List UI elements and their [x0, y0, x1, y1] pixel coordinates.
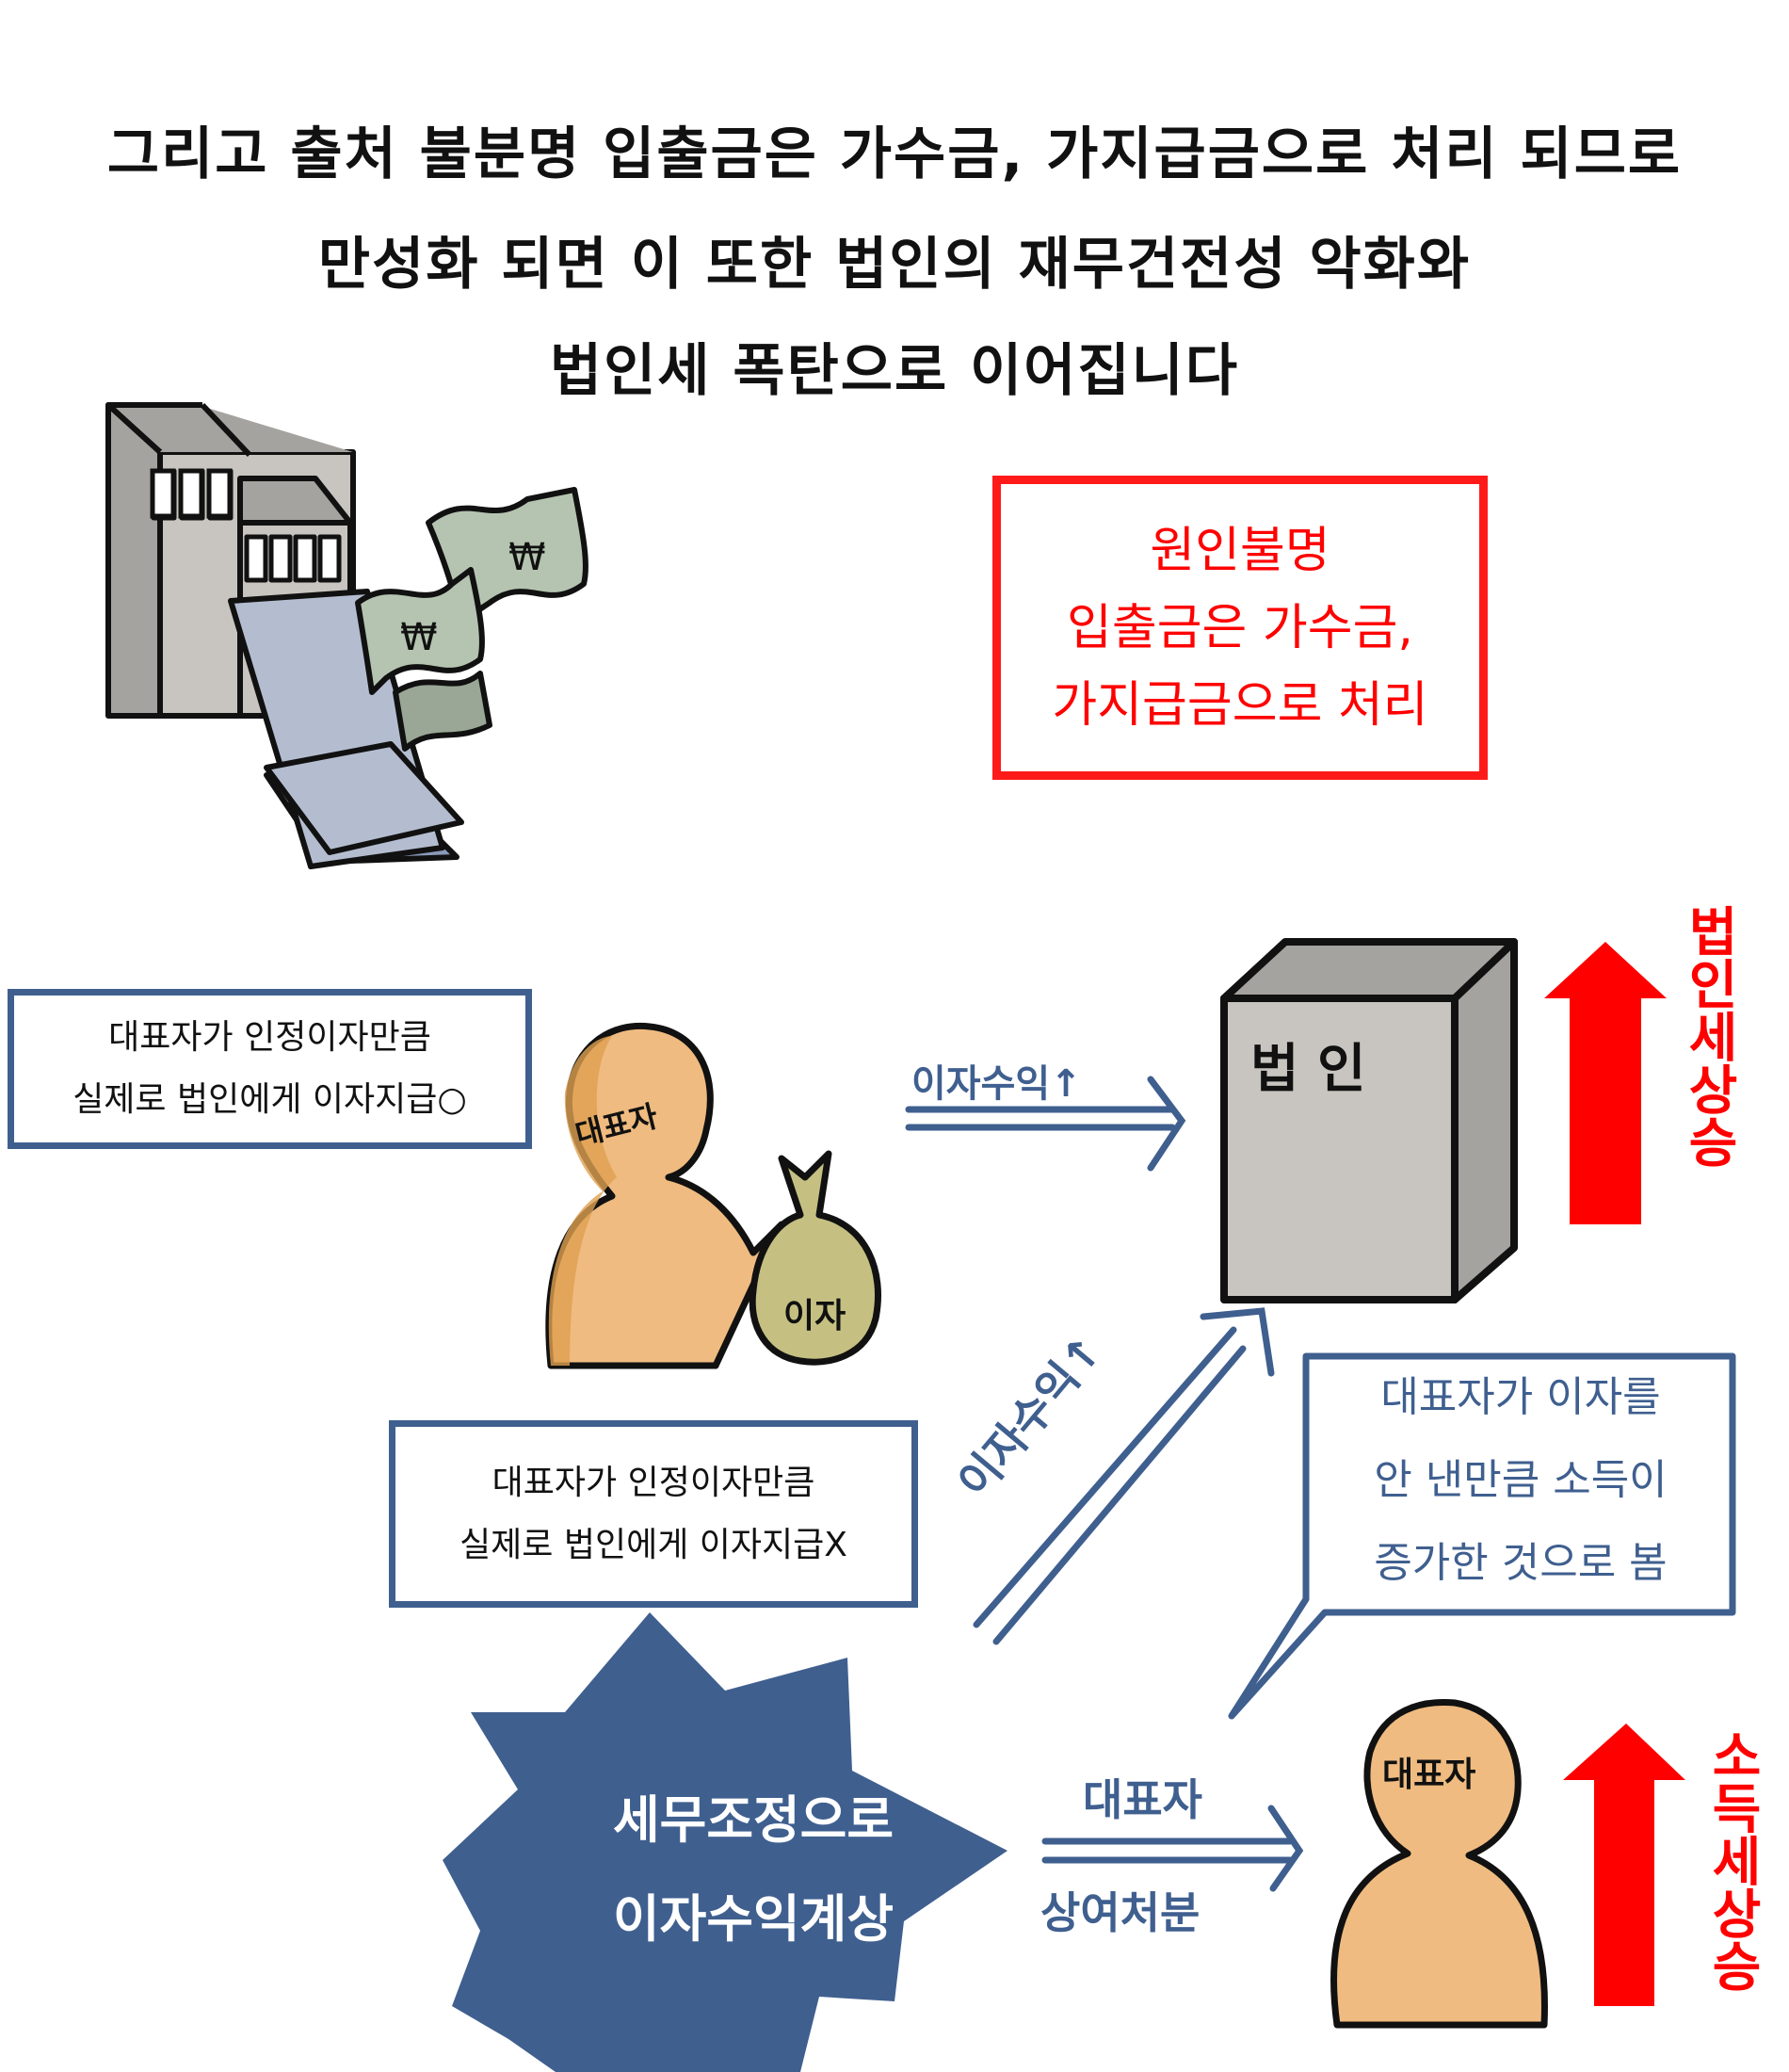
bag-label: 이자 [783, 1297, 846, 1335]
scenario-paid-line-1: 대표자가 인정이자만큼 [108, 1018, 431, 1057]
corporation-building-icon [1220, 938, 1518, 1303]
scenario-paid-line-2: 실제로 법인에게 이자지급○ [73, 1080, 467, 1119]
speech-bubble [1228, 1352, 1736, 1720]
paid-arrow-label: 이자수익↑ [911, 1062, 1082, 1106]
speech-bubble-text: 대표자가 이자를 안 낸만큼 소득이 증가한 것으로 봄 [1318, 1356, 1723, 1605]
money-bag-icon [749, 1150, 881, 1366]
headline-line-1: 그리고 출처 불분명 입출금은 가수금, 가지급금으로 처리 되므로 [106, 121, 1683, 187]
speech-line-1: 대표자가 이자를 [1380, 1373, 1661, 1421]
corporation-label: 법 인 [1250, 1039, 1366, 1100]
paid-arrow-icon [905, 1076, 1186, 1172]
corporate-tax-text: 법인세상승 [1678, 904, 1739, 1168]
scenario-unpaid-line-2: 실제로 법인에게 이자지급X [459, 1525, 847, 1564]
bonus-arrow-icon [1041, 1805, 1304, 1892]
representative-person-2-icon [1330, 1699, 1548, 2029]
headline-line-3: 법인세 폭탄으로 이어집니다 [549, 338, 1240, 404]
red-callout-line-2: 입출금은 가수금, [1067, 599, 1413, 656]
corporate-tax-label: 법인세상승 [1671, 904, 1739, 1188]
burst-text: 세무조정으로 이자수익계상 [508, 1771, 998, 1968]
income-tax-text: 소득세상승 [1701, 1728, 1763, 1992]
bonus-arrow-label-top: 대표자 [1083, 1774, 1202, 1825]
burst-line-1: 세무조정으로 [612, 1790, 894, 1850]
tax-adjustment-burst [443, 1612, 1007, 2072]
headline-line-2: 만성화 되면 이 또한 법인의 재무건전성 악화와 [317, 232, 1472, 298]
corporate-tax-up-arrow-icon [1544, 942, 1667, 1224]
scenario-unpaid-box: 대표자가 인정이자만큼 실제로 법인에게 이자지급X [389, 1420, 918, 1608]
scenario-paid-box: 대표자가 인정이자만큼 실제로 법인에게 이자지급○ [8, 989, 532, 1149]
speech-line-3: 증가한 것으로 봄 [1374, 1539, 1668, 1587]
income-tax-label: 소득세상승 [1695, 1728, 1763, 2012]
diagonal-arrow-icon [973, 1307, 1275, 1645]
won-symbol-1: ₩ [508, 536, 546, 579]
bonus-arrow-label-bottom: 상여처분 [1040, 1887, 1201, 1938]
representative-person-icon [545, 1022, 785, 1369]
income-tax-up-arrow-icon [1563, 1724, 1685, 2006]
money-notes-icon [355, 487, 588, 752]
red-callout-line-3: 가지급금으로 처리 [1052, 676, 1428, 734]
representative-2-label: 대표자 [1382, 1756, 1476, 1794]
red-callout-line-1: 원인불명 [1150, 522, 1330, 579]
speech-line-2: 안 낸만큼 소득이 [1374, 1456, 1668, 1504]
burst-line-2: 이자수익계상 [612, 1889, 894, 1949]
document-icon [228, 589, 464, 869]
won-symbol-2: ₩ [400, 616, 438, 659]
red-callout-box: 원인불명 입출금은 가수금, 가지급금으로 처리 [992, 476, 1488, 780]
scenario-unpaid-line-1: 대표자가 인정이자만큼 [492, 1463, 815, 1502]
